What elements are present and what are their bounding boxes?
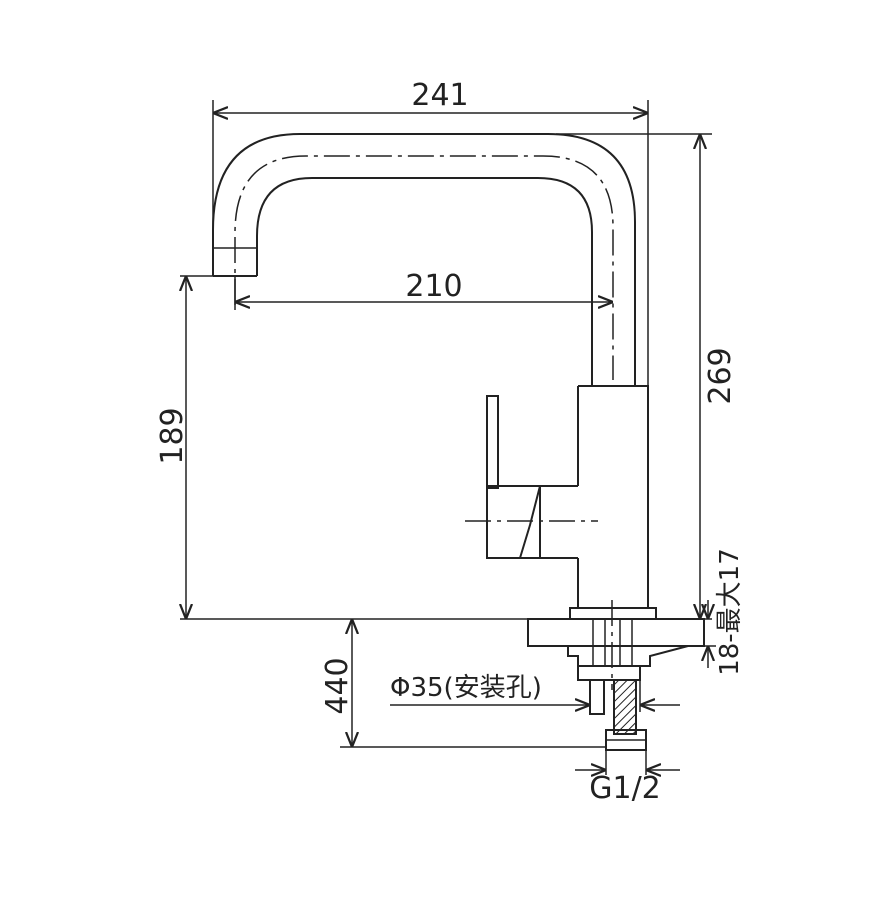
label-269: 269 [703,347,738,404]
spout-outer [212,133,636,386]
spout-inner [256,177,593,386]
mount-washer [577,665,641,681]
shank-right [619,618,633,667]
spout-centerline [234,155,614,380]
label-189: 189 [155,407,190,464]
handle-lever [486,395,499,489]
body-column [577,385,649,609]
base-flange [569,607,657,620]
label-241: 241 [411,78,468,113]
handle-base [486,485,578,559]
label-440: 440 [320,657,355,714]
label-210: 210 [405,269,462,304]
label-deck: 18-最大17 [715,548,745,676]
label-thread: G1/2 [589,771,661,806]
label-mount-hole: Φ35(安装孔) [390,673,542,703]
mount-nut [567,645,689,667]
handle-cut [519,485,541,559]
braided-hose [613,679,637,735]
shank-left [592,618,606,667]
dimension-lines: 241 210 269 189 18-最大17 440 Φ35(安装孔) [155,78,745,806]
supply-tube [589,679,605,715]
deck-plate [527,618,705,647]
faucet-outline [212,133,705,751]
